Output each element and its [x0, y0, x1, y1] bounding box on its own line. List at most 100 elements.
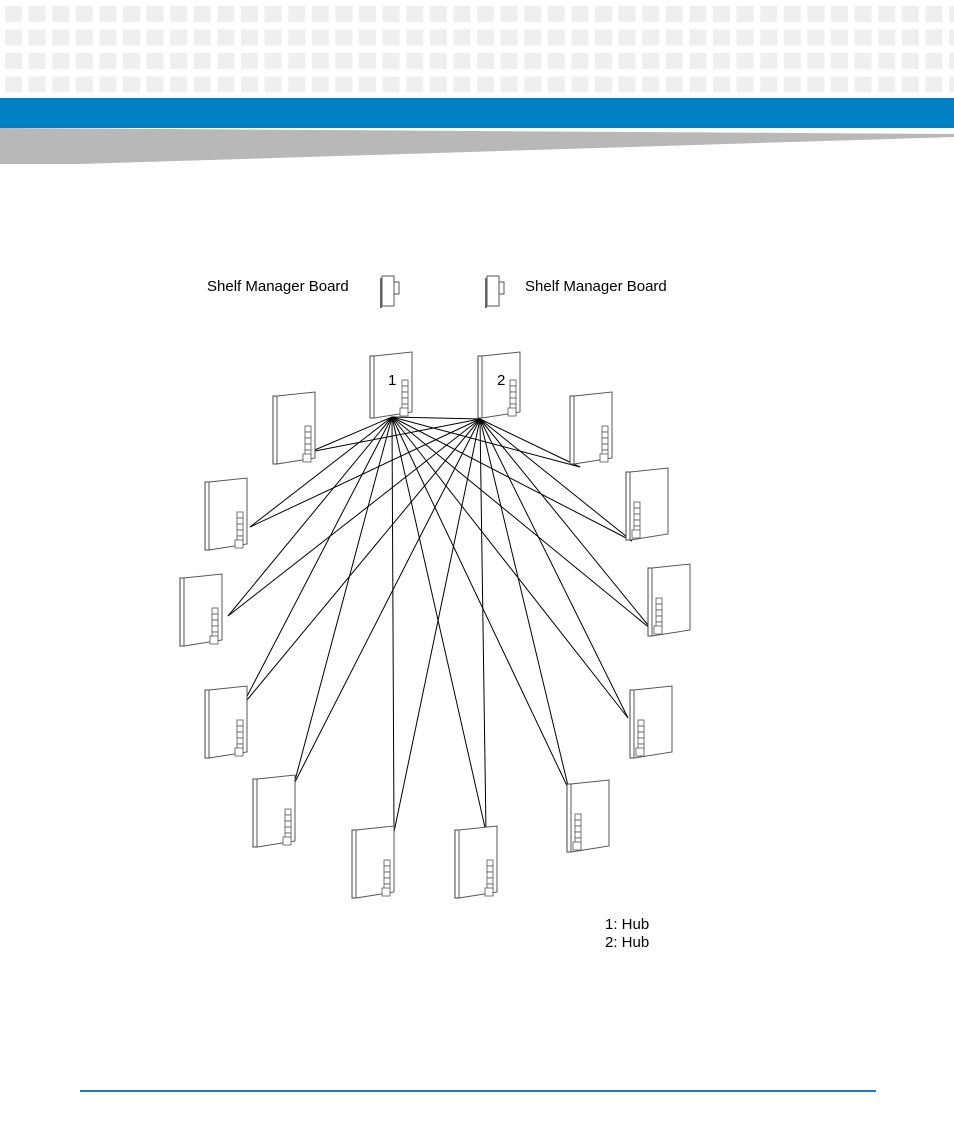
board-connector [305, 438, 311, 444]
node-board [352, 826, 394, 898]
node-board [205, 478, 247, 550]
board-faceplate [648, 568, 652, 636]
board-connector [237, 720, 243, 726]
board-connector [237, 732, 243, 738]
board-power-connector [508, 408, 516, 416]
board-connector [510, 380, 516, 386]
board-connector [602, 444, 608, 450]
board-connector [285, 815, 291, 821]
board-power-connector [636, 748, 644, 756]
hub-link-line [310, 417, 392, 452]
board-connector [212, 608, 218, 614]
board-connector [402, 398, 408, 404]
shelf-manager-board-icon-right [485, 276, 504, 308]
board-power-connector [485, 888, 493, 896]
hub-link-line [392, 417, 486, 832]
hub-link-line [250, 417, 392, 527]
board-connector [305, 432, 311, 438]
board-faceplate [570, 396, 574, 464]
legend-hub-1: 1: Hub [605, 916, 649, 933]
board-faceplate [567, 784, 571, 852]
footer-rule [80, 1090, 876, 1092]
board-connector [575, 814, 581, 820]
board-power-connector [573, 842, 581, 850]
board-connector [510, 386, 516, 392]
board-connector [305, 444, 311, 450]
hub-interconnect-line [392, 417, 480, 419]
board-connector [237, 530, 243, 536]
board-faceplate [626, 472, 630, 540]
board-power-connector [400, 408, 408, 416]
board-connector [575, 826, 581, 832]
node-board [273, 392, 315, 464]
board-connector [237, 512, 243, 518]
board-connector [656, 610, 662, 616]
board-faceplate [273, 396, 277, 464]
board-faceplate [478, 356, 482, 418]
board-connector [602, 438, 608, 444]
legend-hub-2: 2: Hub [605, 934, 649, 951]
board-connector [487, 860, 493, 866]
board-power-connector [210, 636, 218, 644]
board-connector [237, 738, 243, 744]
node-board [570, 392, 612, 464]
board-connector [212, 626, 218, 632]
board-power-connector [283, 837, 291, 845]
board-connector [384, 878, 390, 884]
board-connector [510, 392, 516, 398]
hub-link-line [294, 417, 392, 784]
hub-1-number: 1 [388, 372, 396, 389]
node-board [180, 574, 222, 646]
board-power-connector [382, 888, 390, 896]
hub-link-line [480, 419, 486, 832]
board-connector [285, 809, 291, 815]
board-faceplate [352, 830, 356, 898]
board-connector [384, 860, 390, 866]
board-connector [634, 514, 640, 520]
hub-link-line [480, 419, 628, 718]
board-connector [487, 878, 493, 884]
hub-link-line [294, 419, 480, 784]
node-board [567, 780, 609, 852]
board-power-connector [235, 748, 243, 756]
hub-2-number: 2 [497, 372, 505, 389]
board-connector [212, 614, 218, 620]
board-connector [487, 872, 493, 878]
node-boards [180, 352, 690, 898]
board-faceplate [455, 830, 459, 898]
board-connector [510, 398, 516, 404]
board-connector [575, 820, 581, 826]
board-connector [402, 392, 408, 398]
board-connector [602, 432, 608, 438]
board-connector [402, 380, 408, 386]
board-connector [634, 502, 640, 508]
node-board [455, 826, 497, 898]
board-connector [285, 821, 291, 827]
board-connector [575, 832, 581, 838]
board-power-connector [303, 454, 311, 462]
node-board [648, 564, 690, 636]
shelf-manager-label-right: Shelf Manager Board [525, 278, 667, 295]
board-connector [638, 720, 644, 726]
board-faceplate [205, 690, 209, 758]
board-power-connector [600, 454, 608, 462]
board-connector [638, 726, 644, 732]
hub-link-line [480, 419, 580, 467]
hub-link-line [392, 417, 394, 832]
board-connector [237, 524, 243, 530]
board-faceplate [180, 578, 184, 646]
hub-links [228, 417, 652, 832]
board-power-connector [235, 540, 243, 548]
board-faceplate [370, 356, 374, 418]
board-connector [656, 598, 662, 604]
hub-link-line [228, 419, 480, 616]
board-power-connector [654, 626, 662, 634]
board-connector [634, 508, 640, 514]
board-connector [487, 866, 493, 872]
board-faceplate [630, 690, 634, 758]
node-board [626, 468, 668, 540]
board-faceplate [253, 779, 257, 847]
board-connector [402, 386, 408, 392]
board-connector [384, 872, 390, 878]
